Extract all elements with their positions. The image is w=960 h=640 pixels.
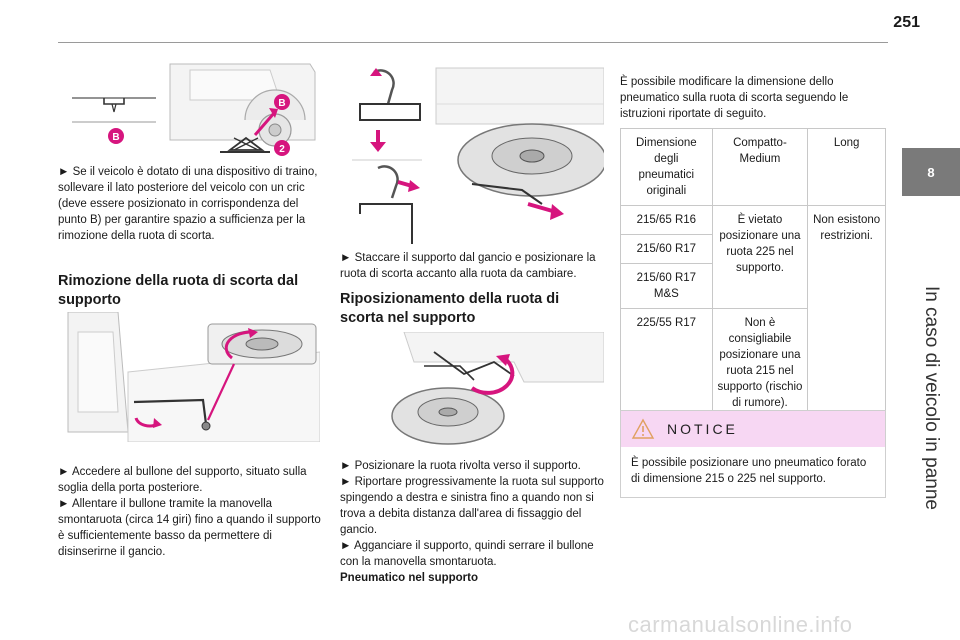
- figure-hook-release: [352, 64, 604, 244]
- wheel-hub: [438, 407, 458, 417]
- table-row: 215/65 R16 È vietato posizionare una ruo…: [620, 205, 886, 418]
- label-b-left-circle: [108, 128, 124, 144]
- scissor-jack: [227, 136, 265, 151]
- header-rule: [58, 42, 888, 43]
- figure-reposition-wheel: [391, 332, 604, 445]
- table-row: 215/60 R17 M&S: [620, 263, 886, 309]
- zoom-line: [207, 363, 235, 421]
- rear-hub: [268, 123, 282, 137]
- table-cell: 215/60 R17 M&S: [620, 263, 713, 309]
- notice-box: NOTICE È possibile posizionare uno pneum…: [620, 410, 886, 498]
- table-cell: 215/60 R17: [620, 234, 713, 264]
- carrier-frame: [471, 183, 543, 205]
- figure-jack-point-b: B B 2: [70, 63, 316, 156]
- turn-arrow-head: [153, 418, 162, 428]
- label-b-right: B: [278, 98, 285, 109]
- col1-para2-b: ► Allentare il bullone tramite la manove…: [58, 498, 321, 558]
- chapter-tab: 8 In caso di veicolo in panne: [902, 148, 960, 608]
- scissor-jack-arms: [233, 137, 259, 151]
- col2-para1-text: ► Staccare il supporto dal gancio e posi…: [340, 252, 596, 280]
- reposition-arrow-head: [496, 354, 510, 366]
- col2-para2-a: ► Posizionare la ruota rivolta verso il …: [340, 460, 581, 472]
- col3-intro: È possibile modificare la dimensione del…: [620, 74, 882, 122]
- rotate-arrow: [224, 330, 255, 360]
- bracket-bottom: [359, 203, 413, 244]
- down-arrow-head: [370, 142, 386, 152]
- page-number: 251: [893, 14, 920, 31]
- notice-header: NOTICE: [621, 411, 885, 447]
- door-panel: [77, 331, 119, 413]
- bolt: [201, 421, 211, 431]
- hook-bottom: [377, 165, 399, 199]
- section-title-reposition: Riposizionamento della ruota di scorta n…: [340, 291, 560, 326]
- col2-para2-d: Pneumatico nel supporto: [340, 572, 479, 584]
- chapter-number: 8: [902, 148, 960, 196]
- lift-arrow-head: [269, 108, 278, 118]
- spare-rim: [245, 337, 279, 351]
- table-header: Long: [807, 128, 886, 206]
- watermark: carmanualsonline.info: [628, 612, 853, 637]
- section-title-removal: Rimozione della ruota di scorta dal supp…: [58, 273, 299, 308]
- figure-bolt-crank: [58, 312, 320, 442]
- table-cell-long: Non esistono restrizioni.: [807, 205, 886, 418]
- label-b-right-circle: [274, 94, 290, 110]
- col2-para2-c: ► Agganciare il supporto, quindi serrare…: [340, 540, 594, 568]
- table-header-row: Dimensione degli pneumatici originali Co…: [620, 128, 886, 206]
- bracket-top: [359, 103, 421, 121]
- label-b-left: B: [112, 132, 119, 143]
- col2-para1: ► Staccare il supporto dal gancio e posi…: [340, 250, 604, 282]
- chapter-title: In caso di veicolo in panne: [918, 208, 944, 588]
- col1-para1: ► Se il veicolo è dotato di una disposit…: [58, 164, 322, 244]
- table-cell-compact-group: È vietato posizionare una ruota 225 nel …: [711, 205, 809, 309]
- label-2-circle: [274, 140, 290, 156]
- notice-label: NOTICE: [667, 421, 738, 437]
- table-cell-compact-last: Non è consigliabile posizionare una ruot…: [711, 308, 809, 418]
- col1-para1-text: ► Se il veicolo è dotato di una disposit…: [58, 166, 318, 242]
- fig3-inset-bg: [352, 64, 422, 244]
- table-cell: 225/55 R17: [620, 308, 713, 418]
- jack-arrow: [111, 103, 117, 113]
- hook-arrow-top: [370, 68, 382, 76]
- pull-arrow-head: [550, 204, 564, 220]
- support-bracket: [433, 351, 515, 377]
- tyre-size-table: Dimensione degli pneumatici originali Co…: [620, 128, 886, 418]
- chapter-title-text: In caso di veicolo in panne: [921, 286, 942, 510]
- table-header: Compatto-Medium: [711, 128, 809, 206]
- rear-bumper: [435, 67, 604, 125]
- col2-para2-b: ► Riportare progressivamente la ruota su…: [340, 476, 604, 536]
- col3-intro-text: È possibile modificare la dimensione del…: [620, 76, 849, 120]
- col2-para2: ► Posizionare la ruota rivolta verso il …: [340, 458, 604, 586]
- table-header: Dimensione degli pneumatici originali: [620, 128, 713, 206]
- table-row: 225/55 R17 Non è consigliabile posiziona…: [620, 308, 886, 418]
- table-cell: 215/65 R16: [620, 205, 713, 235]
- notice-body: È possibile posizionare uno pneumatico f…: [631, 457, 867, 485]
- reposition-arrow: [470, 356, 515, 395]
- jack-notch: [103, 98, 125, 105]
- support-arm: [424, 365, 475, 381]
- label-2: 2: [279, 144, 285, 155]
- spare-wheel-hub: [519, 149, 545, 163]
- table-row: 215/60 R17: [620, 234, 886, 264]
- col1-para2-a: ► Accedere al bullone del supporto, situ…: [58, 466, 307, 494]
- side-arrow-head: [408, 180, 420, 192]
- rotate-arrow-head: [248, 328, 258, 338]
- warning-icon: [631, 418, 655, 439]
- crank-handle: [133, 398, 208, 425]
- col1-para2: ► Accedere al bullone del supporto, situ…: [58, 464, 322, 560]
